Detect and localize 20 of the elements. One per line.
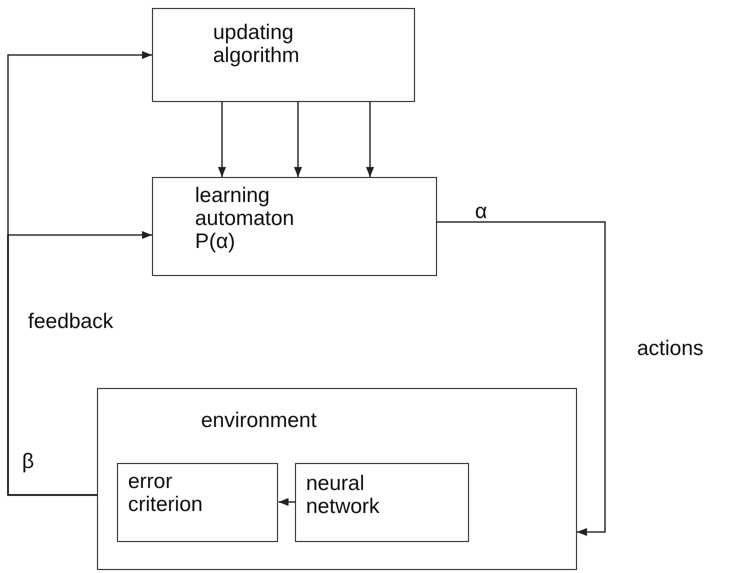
text-label: β bbox=[22, 450, 34, 474]
node-label: error criterion bbox=[128, 470, 204, 516]
process-box bbox=[295, 463, 469, 542]
node-label: environment bbox=[201, 409, 317, 432]
text-label: actions bbox=[637, 337, 704, 361]
arrow bbox=[218, 102, 226, 177]
process-box bbox=[152, 8, 415, 102]
node-label: learning automaton P(α) bbox=[195, 184, 296, 254]
arrow bbox=[437, 221, 606, 536]
text-label: feedback bbox=[28, 310, 114, 334]
arrow bbox=[366, 102, 374, 177]
arrow bbox=[7, 231, 152, 496]
process-box bbox=[117, 463, 278, 542]
process-box bbox=[152, 177, 437, 276]
arrow bbox=[278, 498, 296, 506]
arrow bbox=[294, 102, 302, 177]
text-label: α bbox=[475, 200, 488, 224]
node-label: updating algorithm bbox=[213, 21, 300, 68]
container-box bbox=[97, 388, 577, 570]
node-label: neural network bbox=[306, 472, 381, 518]
